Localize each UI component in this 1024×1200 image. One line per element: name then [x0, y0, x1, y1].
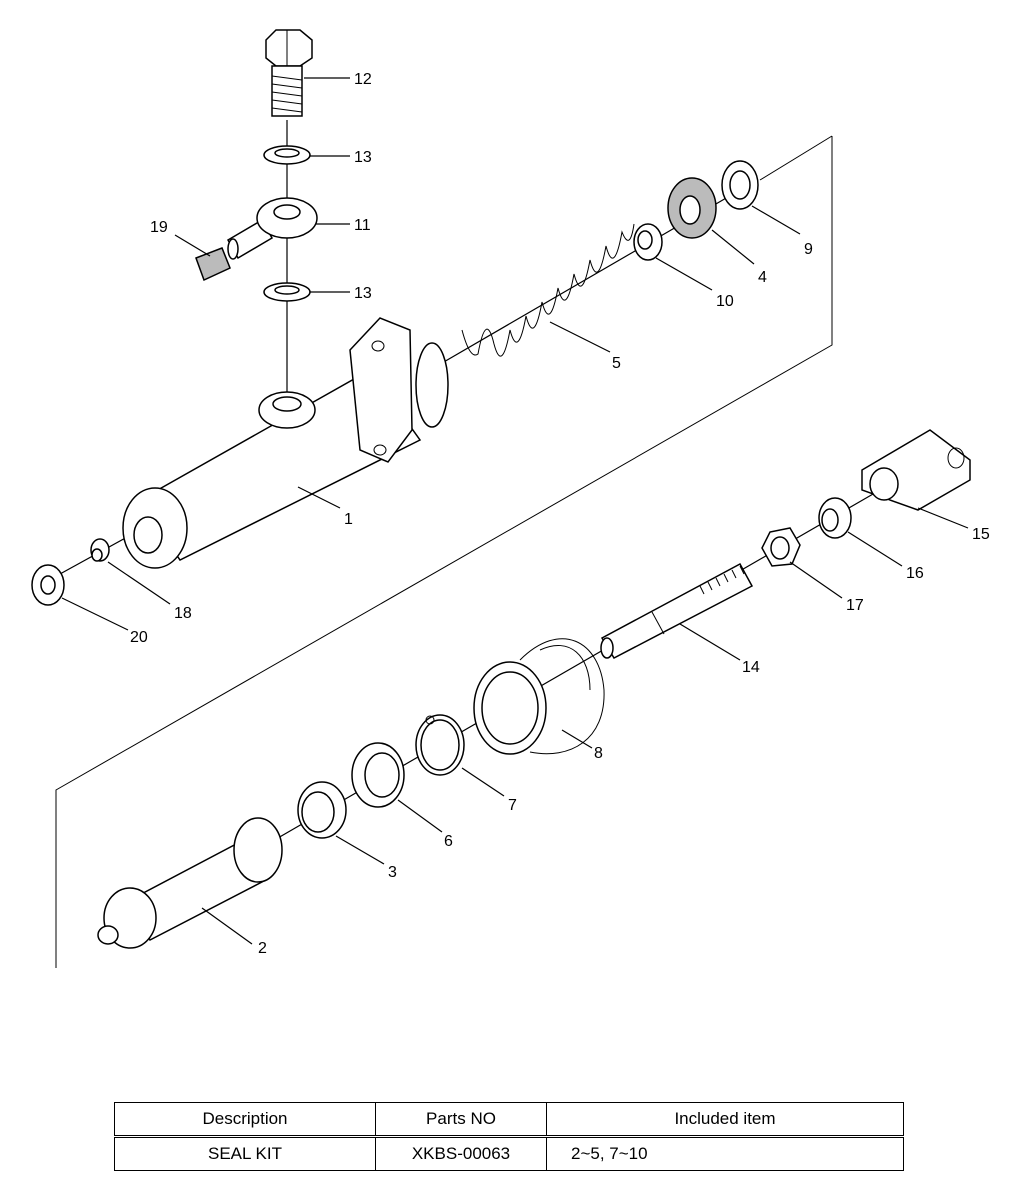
cylinder-body-part	[122, 317, 449, 569]
washer-end-part	[721, 160, 759, 210]
callout-11: 11	[354, 217, 371, 234]
callout-1: 1	[344, 511, 353, 528]
header-parts-no: Parts NO	[375, 1102, 547, 1138]
callout-14: 14	[742, 659, 760, 676]
frame-top-edge	[759, 135, 833, 181]
callout-18: 18	[174, 605, 192, 622]
cap-part	[31, 564, 65, 606]
washer-lower	[263, 282, 311, 302]
washer-upper	[263, 145, 311, 165]
callout-2: 2	[258, 940, 267, 957]
callout-3: 3	[388, 864, 397, 881]
spacer-part	[633, 223, 663, 261]
filter-part	[195, 247, 231, 282]
callout-16: 16	[906, 565, 924, 582]
cell-included-item: 2~5, 7~10	[546, 1136, 904, 1171]
callout-8: 8	[594, 745, 603, 762]
spring-part	[461, 223, 635, 357]
dust-boot-part	[473, 638, 605, 755]
check-valve-part	[90, 538, 110, 562]
snap-ring-part	[415, 714, 465, 776]
cell-description: SEAL KIT	[114, 1136, 376, 1171]
cell-parts-no: XKBS-00063	[375, 1136, 547, 1171]
bolt-part	[265, 29, 313, 117]
callout-12: 12	[354, 71, 372, 88]
callout-9: 9	[804, 241, 813, 258]
banjo-fitting-part	[226, 197, 318, 260]
oil-seal-part	[667, 177, 717, 239]
callout-5: 5	[612, 355, 621, 372]
callout-13-upper: 13	[354, 149, 372, 166]
callout-19: 19	[150, 219, 168, 236]
table-row: SEAL KIT XKBS-00063 2~5, 7~10	[114, 1136, 904, 1171]
assembly-frame	[55, 136, 833, 968]
callout-20: 20	[130, 629, 148, 646]
callout-6: 6	[444, 833, 453, 850]
parts-table: Description Parts NO Included item SEAL …	[114, 1102, 904, 1171]
callout-7: 7	[508, 797, 517, 814]
callout-13-lower: 13	[354, 285, 372, 302]
nut-17-part	[761, 527, 801, 567]
clevis-part	[861, 429, 971, 511]
callout-17: 17	[846, 597, 864, 614]
push-rod-part	[600, 562, 754, 659]
table-header-row: Description Parts NO Included item	[114, 1102, 904, 1138]
callout-15: 15	[972, 526, 990, 543]
stop-washer-part	[351, 742, 405, 808]
piston-part	[97, 817, 283, 949]
callout-4: 4	[758, 269, 767, 286]
header-included-item: Included item	[546, 1102, 904, 1138]
exploded-parts-diagram: 12 13 11 19 13 9 4 10 5 1 15 16 17 18 20…	[31, 29, 990, 968]
nut-16-part	[818, 497, 852, 539]
header-description: Description	[114, 1102, 376, 1138]
callout-10: 10	[716, 293, 734, 310]
piston-cup-part	[297, 781, 347, 839]
leader-lines	[61, 77, 969, 945]
